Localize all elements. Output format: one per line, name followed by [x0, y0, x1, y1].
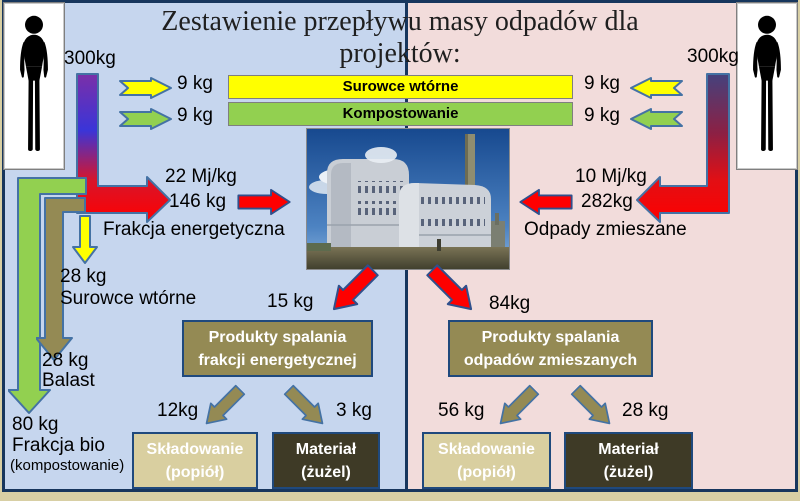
left-landfill-box: Składowanie (popiół) [132, 432, 258, 489]
right-energy-value: 10 Mj/kg [575, 166, 647, 187]
left-landfill-line2: (popiół) [165, 464, 225, 482]
left-secondary-label: Surowce wtórne [60, 288, 197, 309]
left-landfill-kg: 12kg [157, 400, 199, 421]
right-landfill-line2: (popiół) [457, 464, 516, 482]
left-material-line2: (żużel) [301, 464, 351, 482]
right-material-line2: (żużel) [603, 464, 654, 482]
ballast-kg: 28 kg [42, 350, 89, 371]
left-mass-elbow-arrow-icon [76, 73, 171, 223]
person-right-box [736, 2, 798, 170]
right-mass-elbow-arrow-icon [636, 73, 730, 223]
left-products-box: Produkty spalania frakcji energetycznej [182, 320, 373, 377]
left-energy-mass: 146 kg [169, 191, 227, 212]
human-silhouette-icon [7, 7, 61, 165]
right-energy-label: Odpady zmieszane [524, 219, 687, 240]
right-products-line2: odpadów zmieszanych [463, 352, 638, 370]
page-title: Zestawienie przepływu masy odpadów dla p… [90, 6, 710, 71]
ballast-label: Balast [42, 370, 95, 391]
incineration-plant-photo [306, 128, 510, 270]
recyclables-arrow-icon [629, 77, 683, 99]
right-landfill-line1: Składowanie [438, 441, 535, 458]
left-input-mass: 300kg [64, 48, 116, 69]
left-energy-value: 22 Mj/kg [165, 166, 237, 187]
to-plant-arrow-icon [237, 188, 292, 216]
right-recyclables-kg: 9 kg [584, 73, 620, 94]
bio-fraction-elbow-arrow-icon [8, 177, 87, 414]
left-material-box: Materiał (żużel) [272, 432, 380, 489]
title-line-2: projektów: [339, 38, 461, 70]
left-recyclables-kg: 9 kg [177, 73, 213, 94]
left-to-products-kg: 15 kg [267, 291, 314, 312]
right-to-products-kg: 84kg [489, 293, 531, 314]
bio-sublabel: (kompostowanie) [10, 457, 125, 474]
left-material-line1: Materiał [295, 441, 357, 458]
recyclables-arrow-icon [119, 77, 173, 99]
bio-kg: 80 kg [12, 414, 59, 435]
right-energy-mass: 282kg [581, 191, 633, 212]
composting-arrow-icon [119, 108, 173, 130]
left-landfill-line1: Składowanie [146, 441, 244, 458]
left-energy-label: Frakcja energetyczna [103, 219, 285, 240]
left-composting-kg: 9 kg [177, 105, 213, 126]
title-line-1: Zestawienie przepływu masy odpadów dla [161, 6, 639, 37]
recyclables-banner: Surowce wtórne [228, 75, 573, 99]
person-left-box [3, 2, 65, 170]
right-landfill-kg: 56 kg [438, 400, 485, 421]
composting-banner: Kompostowanie [228, 102, 573, 126]
secondary-down-arrow-icon [72, 215, 98, 265]
right-material-box: Materiał (żużel) [564, 432, 693, 489]
left-secondary-kg: 28 kg [60, 266, 107, 287]
bio-label: Frakcja bio [12, 435, 105, 456]
right-material-kg: 28 kg [622, 400, 669, 421]
left-products-line2: frakcji energetycznej [198, 352, 357, 370]
right-landfill-box: Składowanie (popiół) [422, 432, 551, 489]
ballast-elbow-arrow-icon [36, 197, 86, 361]
composting-arrow-icon [629, 108, 683, 130]
right-products-line1: Produkty spalania [481, 329, 620, 346]
to-plant-arrow-icon [518, 188, 573, 216]
left-material-kg: 3 kg [336, 400, 372, 421]
human-silhouette-icon [740, 7, 794, 165]
right-material-line1: Materiał [598, 441, 659, 458]
right-products-box: Produkty spalania odpadów zmieszanych [448, 320, 653, 377]
right-input-mass: 300kg [687, 46, 739, 67]
right-composting-kg: 9 kg [584, 105, 620, 126]
left-products-line1: Produkty spalania [208, 329, 347, 346]
